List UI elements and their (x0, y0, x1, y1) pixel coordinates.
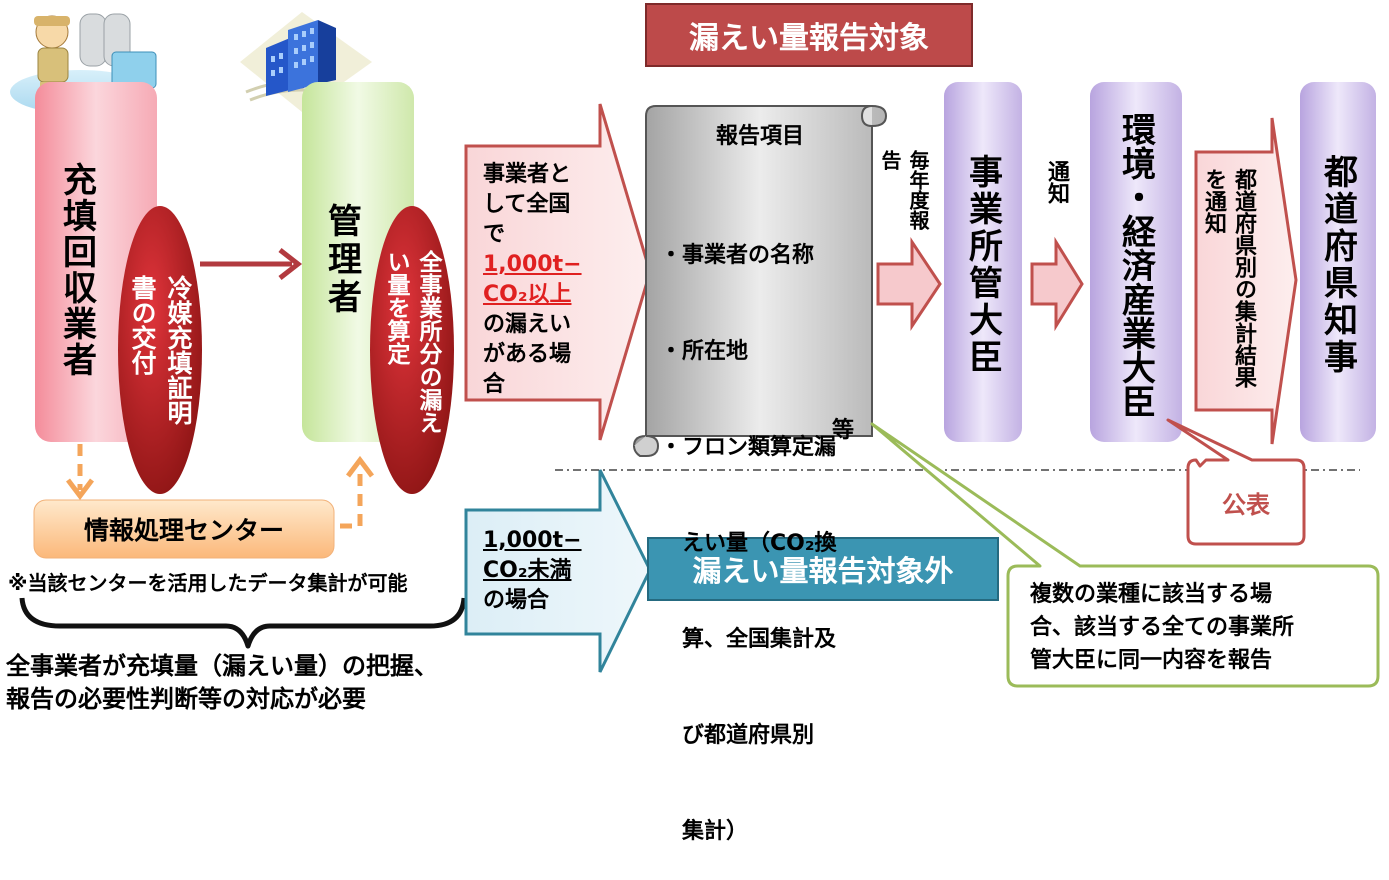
notify-label: 通知 (1044, 160, 1069, 204)
bottom-note-line-1: 全事業者が充填量（漏えい量）の把握、 (6, 652, 438, 680)
notify-arrow (1030, 236, 1084, 332)
report-target-title: 漏えい量報告対象 (689, 21, 929, 56)
over-text-line-1: 事業者と (483, 162, 572, 187)
over-threshold-arrow (464, 103, 652, 441)
over-text-line-5: の漏えい (483, 312, 572, 337)
report-item: えい量（CO₂換 (660, 531, 837, 556)
report-item: び都道府県別 (660, 723, 815, 748)
report-item: 集計） (660, 819, 749, 844)
notify-results-arrow (1194, 117, 1298, 445)
threshold-highlight-1: 1,000t− (483, 252, 582, 277)
publish-callout (1166, 418, 1306, 546)
info-center-label: 情報処理センター (83, 516, 284, 545)
meti-column (1090, 82, 1182, 442)
multi-note-line-3: 管大臣に同一内容を報告 (1030, 648, 1273, 673)
bottom-note-line-2: 報告の必要性判断等の対応が必要 (6, 685, 366, 713)
to-info-center-arrow (66, 444, 94, 501)
notify-results-wrap: 都道府県別の集計結果を通知 (1198, 168, 1272, 408)
multi-industry-callout (870, 422, 1380, 688)
report-item: ・事業者の名称 (660, 243, 815, 268)
brace (19, 597, 467, 649)
non-target-title: 漏えい量報告対象外 (692, 554, 954, 588)
under-threshold-text: 1,000t− CO₂未満 の場合 (483, 526, 603, 616)
governor-wrap: 都道府県知事 (1300, 130, 1376, 400)
minister-business-label: 事業所管大臣 (962, 154, 1003, 376)
info-center-box (33, 499, 335, 559)
governor-label: 都道府県知事 (1317, 154, 1358, 376)
report-item: 算、全国集計及 (660, 627, 837, 652)
threshold-highlight-2: CO₂以上 (483, 282, 572, 307)
governor-column (1300, 82, 1376, 442)
manager-label-wrap: 管理者 (302, 190, 382, 330)
report-etc: 等 (832, 418, 855, 443)
under-text-line-1: 1,000t− (483, 528, 582, 553)
minister-business-wrap: 事業所管大臣 (944, 130, 1022, 400)
multi-industry-note: 複数の業種に該当する場 合、該当する全ての事業所 管大臣に同一内容を報告 (1030, 578, 1370, 677)
minister-column (944, 82, 1022, 442)
notify-results-label: 都道府県別の集計結果を通知 (1201, 168, 1256, 388)
under-text-line-3: の場合 (483, 588, 550, 613)
over-threshold-text: 事業者と して全国 で 1,000t− CO₂以上 の漏えい がある場 合 (483, 160, 603, 400)
report-item: ・フロン類算定漏 (660, 435, 837, 460)
report-target-banner (645, 3, 973, 67)
multi-note-line-2: 合、該当する全ての事業所 (1030, 615, 1295, 640)
over-text-line-2: して全国 (483, 192, 571, 217)
manager-label: 管理者 (321, 203, 362, 317)
over-text-line-6: がある場 (483, 342, 572, 367)
over-text-line-7: 合 (483, 372, 506, 397)
publish-label: 公表 (1222, 490, 1270, 519)
over-text-line-3: で (483, 222, 506, 247)
annual-report-label: 毎年度報告 (878, 150, 930, 230)
report-scroll (632, 105, 888, 457)
meti-label: 環境・経済産業大臣 (1115, 112, 1156, 418)
diagram-shapes (10, 3, 1380, 688)
calc-label-wrap: 全事業所分の漏えい量を算定 (370, 240, 454, 450)
annual-report-wrap: 毎年度報告 (876, 150, 940, 240)
report-items: ・事業者の名称 ・所在地 ・フロン類算定漏 えい量（CO₂換 算、全国集計及 び… (660, 176, 870, 880)
info-center-note: ※当該センターを活用したデータ集計が可能 (8, 571, 408, 595)
under-threshold-arrow (464, 469, 652, 673)
non-target-banner (647, 537, 999, 601)
certificate-to-manager-arrow (200, 248, 303, 280)
report-title: 報告項目 (715, 124, 804, 149)
bottom-note: 全事業者が充填量（漏えい量）の把握、 報告の必要性判断等の対応が必要 (6, 650, 486, 716)
filling-company-label-wrap: 充填回収業者 (35, 150, 119, 390)
notify-wrap: 通知 (1040, 160, 1080, 230)
report-item: ・所在地 (660, 339, 749, 364)
under-text-line-2: CO₂未満 (483, 558, 572, 583)
from-info-center-arrow (340, 455, 374, 529)
report-arrow (876, 237, 942, 331)
filling-company-label: 充填回収業者 (56, 162, 97, 378)
certificate-label-wrap: 冷媒充填証明書の交付 (118, 270, 202, 440)
certificate-label: 冷媒充填証明書の交付 (128, 275, 193, 425)
multi-note-line-1: 複数の業種に該当する場 (1030, 582, 1273, 607)
calc-ellipse (370, 206, 454, 494)
meti-wrap: 環境・経済産業大臣 (1090, 110, 1182, 420)
calc-label: 全事業所分の漏えい量を算定 (383, 250, 441, 434)
certificate-ellipse (118, 206, 202, 494)
